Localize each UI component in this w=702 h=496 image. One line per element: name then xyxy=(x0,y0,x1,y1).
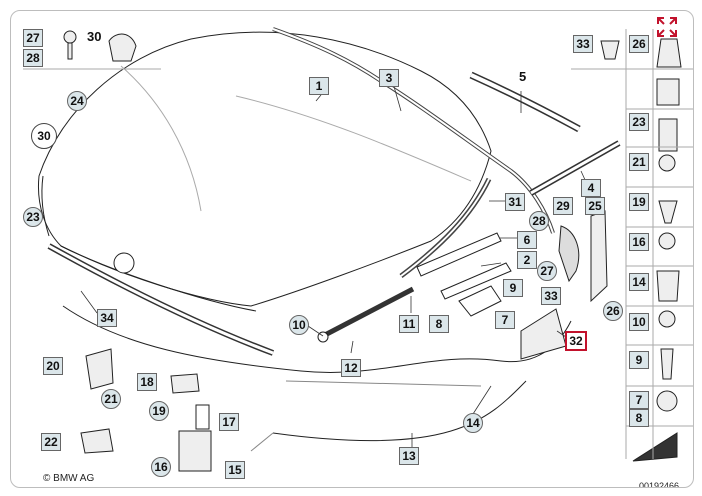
copyright-text: © BMW AG xyxy=(43,473,95,484)
callout-7-col[interactable]: 7 xyxy=(629,391,649,409)
cable-13 xyxy=(272,380,527,442)
callout-8-col[interactable]: 8 xyxy=(629,409,649,427)
callout-13[interactable]: 13 xyxy=(399,447,419,465)
callout-21-col[interactable]: 21 xyxy=(629,153,649,171)
callout-9[interactable]: 9 xyxy=(503,279,523,297)
callout-30-top[interactable]: 30 xyxy=(87,29,102,44)
callout-20[interactable]: 20 xyxy=(43,357,63,375)
callout-11[interactable]: 11 xyxy=(399,315,419,333)
callout-14[interactable]: 14 xyxy=(463,413,483,433)
callout-21[interactable]: 21 xyxy=(101,389,121,409)
callout-23-col[interactable]: 23 xyxy=(629,113,649,131)
callout-16-col[interactable]: 16 xyxy=(629,233,649,251)
callout-8[interactable]: 8 xyxy=(429,315,449,333)
callout-7[interactable]: 7 xyxy=(495,311,515,329)
callout-23[interactable]: 23 xyxy=(23,207,43,227)
callout-31[interactable]: 31 xyxy=(505,193,525,211)
callout-2[interactable]: 2 xyxy=(517,251,537,269)
callout-9-col[interactable]: 9 xyxy=(629,351,649,369)
callout-34[interactable]: 34 xyxy=(97,309,117,327)
callout-5[interactable]: 5 xyxy=(519,69,527,84)
callout-15[interactable]: 15 xyxy=(225,461,245,479)
seal-34 xyxy=(47,243,275,356)
callout-22[interactable]: 22 xyxy=(41,433,61,451)
callout-10-col[interactable]: 10 xyxy=(629,313,649,331)
callout-33-col[interactable]: 33 xyxy=(573,35,593,53)
diagram-frame: 27 28 30 30 24 23 1 3 5 4 31 28 29 25 6 … xyxy=(10,10,694,488)
callout-4[interactable]: 4 xyxy=(581,179,601,197)
callout-29[interactable]: 29 xyxy=(553,197,573,215)
callout-28[interactable]: 28 xyxy=(23,49,43,67)
callout-25[interactable]: 25 xyxy=(585,197,605,215)
callout-24[interactable]: 24 xyxy=(67,91,87,111)
callout-27-hinge[interactable]: 27 xyxy=(537,261,557,281)
callout-17[interactable]: 17 xyxy=(219,413,239,431)
callout-30[interactable]: 30 xyxy=(31,123,57,149)
callout-14-col[interactable]: 14 xyxy=(629,273,649,291)
callout-32-highlighted[interactable]: 32 xyxy=(565,331,587,351)
callout-28-hinge[interactable]: 28 xyxy=(529,211,549,231)
image-number: 00192466 xyxy=(639,481,680,488)
gas-strut xyxy=(321,286,415,339)
callout-33[interactable]: 33 xyxy=(541,287,561,305)
callout-18[interactable]: 18 xyxy=(137,373,157,391)
callout-16[interactable]: 16 xyxy=(151,457,171,477)
parts-illustration xyxy=(23,27,693,472)
expand-icon[interactable] xyxy=(656,16,678,38)
callout-6[interactable]: 6 xyxy=(517,231,537,249)
callout-3[interactable]: 3 xyxy=(379,69,399,87)
callout-26-col[interactable]: 26 xyxy=(629,35,649,53)
callout-27[interactable]: 27 xyxy=(23,29,43,47)
callout-1[interactable]: 1 xyxy=(309,77,329,95)
callout-19-col[interactable]: 19 xyxy=(629,193,649,211)
callout-10[interactable]: 10 xyxy=(289,315,309,335)
callout-26[interactable]: 26 xyxy=(603,301,623,321)
cable-12 xyxy=(62,305,572,373)
callout-19[interactable]: 19 xyxy=(149,401,169,421)
callout-12[interactable]: 12 xyxy=(341,359,361,377)
